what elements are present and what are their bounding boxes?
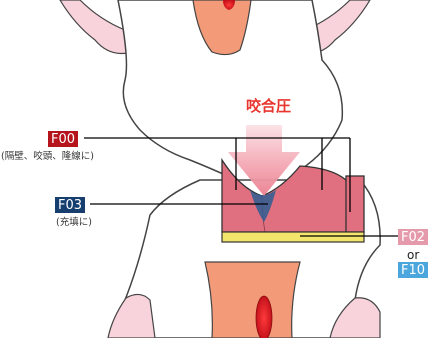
restoration-side [346, 176, 364, 232]
label-or: or [407, 249, 419, 261]
lower-pulp [256, 296, 272, 338]
lower-tooth-root [205, 262, 300, 338]
occlusal-pressure-title: 咬合圧 [246, 99, 291, 114]
label-f00: F00 [48, 131, 78, 147]
gum-bottom-left [108, 294, 155, 338]
label-f03: F03 [55, 197, 85, 213]
label-f03-note: (充填に) [56, 218, 92, 228]
label-f02: F02 [398, 229, 428, 245]
label-f00-note: (隔壁、咬頭、隆線に) [1, 152, 94, 162]
lining-layer [222, 232, 364, 242]
label-f10: F10 [398, 262, 428, 278]
